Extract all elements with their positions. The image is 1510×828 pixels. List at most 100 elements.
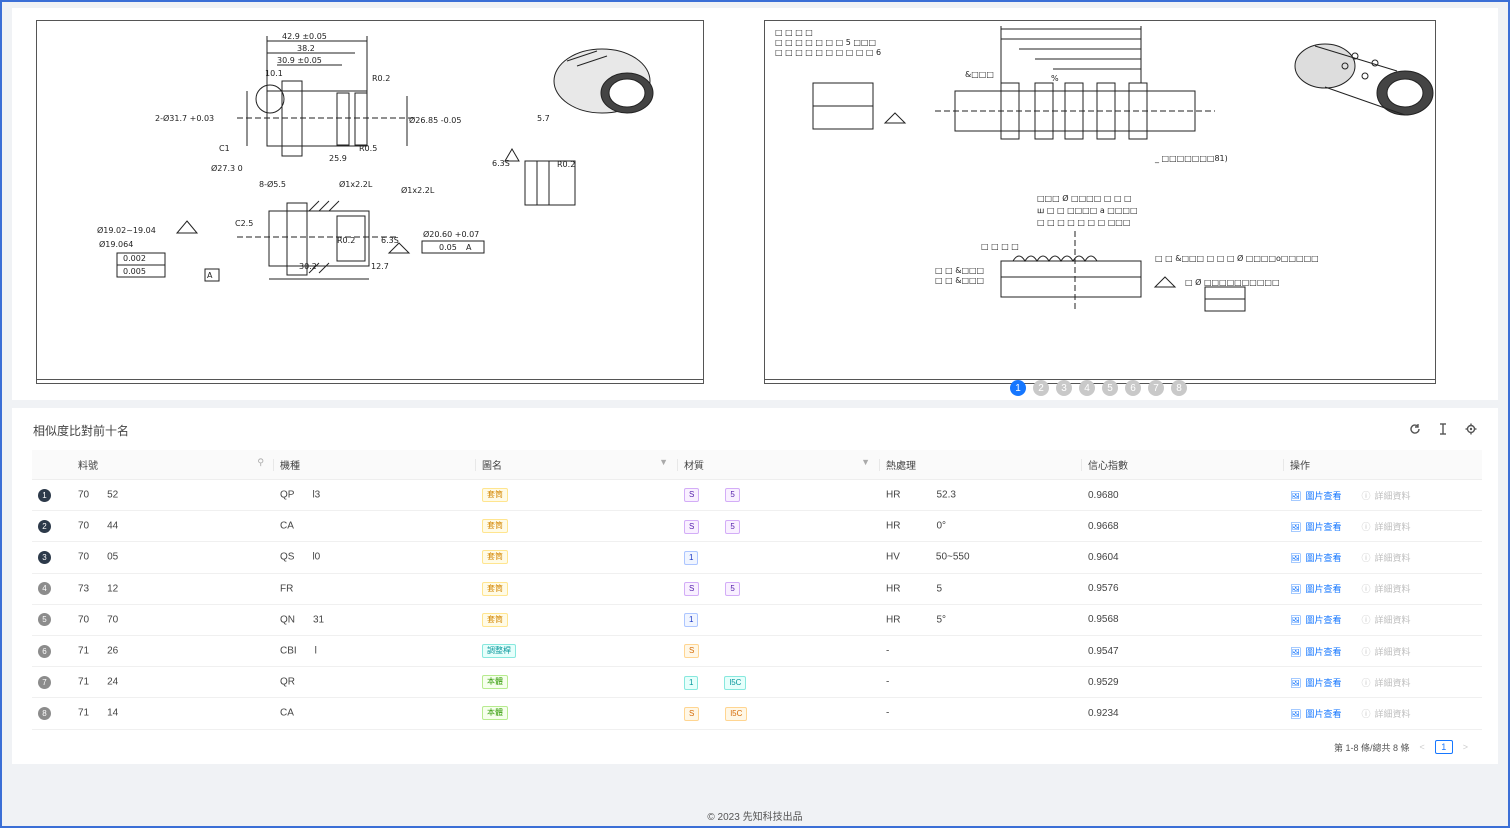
view-image-button[interactable]: 🖼圖片查看 <box>1290 615 1342 626</box>
col-heat-treatment: 熱處理 <box>880 457 1082 472</box>
drawing-viewer: 42.9 ±0.05 38.2 30.9 ±0.05 10.1 R0.2 2-Ø… <box>12 8 1498 400</box>
view-image-button[interactable]: 🖼圖片查看 <box>1290 708 1342 719</box>
col-material[interactable]: 材質 ▼ <box>678 457 880 472</box>
svg-text:12.7: 12.7 <box>371 262 389 271</box>
rank-cell: 7 <box>32 675 72 689</box>
drawing-name-tag: 本體 <box>482 706 508 721</box>
svg-text:%: % <box>1051 74 1059 83</box>
svg-text:□ □ &□□□: □ □ &□□□ <box>935 266 984 275</box>
drawing-name-cell: 套筒 <box>476 581 678 596</box>
column-height-icon[interactable] <box>1436 422 1450 436</box>
picture-icon: 🖼 <box>1290 646 1302 657</box>
next-page-button[interactable]: > <box>1462 742 1468 752</box>
picture-icon: 🖼 <box>1290 521 1302 532</box>
view-image-button[interactable]: 🖼圖片查看 <box>1290 677 1342 688</box>
col-drawing-name[interactable]: 圖名 ▼ <box>476 457 678 472</box>
svg-text:42.9 ±0.05: 42.9 ±0.05 <box>282 32 327 41</box>
svg-text:38.2: 38.2 <box>297 44 315 53</box>
rank-badge: 4 <box>38 582 51 596</box>
card-title: 相似度比對前十名 <box>33 424 130 438</box>
carousel-dot-1[interactable]: 1 <box>1010 380 1026 396</box>
view-image-button[interactable]: 🖼圖片查看 <box>1290 552 1342 563</box>
material-tag: l5C <box>725 706 748 721</box>
picture-icon: 🖼 <box>1290 677 1302 688</box>
drawing-ruler <box>765 379 1435 385</box>
col-actions: 操作 <box>1290 461 1310 472</box>
svg-text:0.002: 0.002 <box>123 254 146 263</box>
drawing-name-cell: 本體 <box>476 675 678 690</box>
results-card: 相似度比對前十名 料號 ⚲ 機種 圖名 ▼ <box>12 408 1498 764</box>
rank-cell: 6 <box>32 644 72 658</box>
reload-icon[interactable] <box>1408 422 1422 436</box>
page-1-button[interactable]: 1 <box>1434 740 1453 754</box>
svg-text:□ □ □ □: □ □ □ □ <box>775 28 813 37</box>
filter-icon[interactable]: ▼ <box>659 457 668 467</box>
footer-copyright: © 2023 先知科技出品 <box>707 812 803 823</box>
heat-treatment-cell: - <box>880 706 1082 721</box>
settings-icon[interactable] <box>1464 422 1478 436</box>
view-image-button[interactable]: 🖼圖片查看 <box>1290 584 1342 595</box>
filter-icon[interactable]: ▼ <box>861 457 870 467</box>
svg-text:0.05: 0.05 <box>439 243 457 252</box>
svg-text:Ø27.3 0: Ø27.3 0 <box>211 163 243 173</box>
svg-text:R0.2: R0.2 <box>372 74 390 83</box>
view-image-button[interactable]: 🖼圖片查看 <box>1290 646 1342 657</box>
confidence-cell: 0.9547 <box>1088 645 1119 657</box>
carousel-dot-2[interactable]: 2 <box>1033 380 1049 396</box>
carousel-dot-3[interactable]: 3 <box>1056 380 1072 396</box>
prev-page-button[interactable]: < <box>1419 742 1425 752</box>
view-image-button[interactable]: 🖼圖片查看 <box>1290 490 1342 501</box>
svg-text:Ø19.02~19.04: Ø19.02~19.04 <box>97 225 156 235</box>
rank-cell: 4 <box>32 582 72 596</box>
svg-text:25.9: 25.9 <box>329 154 347 163</box>
svg-text:8-Ø5.5: 8-Ø5.5 <box>259 179 286 189</box>
confidence-cell: 0.9576 <box>1088 583 1119 595</box>
col-confidence: 信心指數 <box>1082 457 1284 472</box>
drawing-preview-right[interactable]: □ □ □ □ □ □ □ □ □ □ □ 5 □□□ □ □ □ □ □ □ … <box>764 20 1436 384</box>
svg-text:2-Ø31.7 +0.03: 2-Ø31.7 +0.03 <box>155 113 214 123</box>
search-icon[interactable]: ⚲ <box>257 457 264 467</box>
material-tag: S <box>684 706 700 721</box>
picture-icon: 🖼 <box>1290 584 1302 595</box>
drawing-preview-left[interactable]: 42.9 ±0.05 38.2 30.9 ±0.05 10.1 R0.2 2-Ø… <box>36 20 704 384</box>
material-tag: 1 <box>684 613 699 628</box>
svg-text:30.9 ±0.05: 30.9 ±0.05 <box>277 56 322 65</box>
svg-text:Ø1x2.2L: Ø1x2.2L <box>401 185 435 195</box>
carousel-dot-7[interactable]: 7 <box>1148 380 1164 396</box>
picture-icon: 🖼 <box>1290 552 1302 563</box>
carousel-dot-4[interactable]: 4 <box>1079 380 1095 396</box>
carousel-dot-6[interactable]: 6 <box>1125 380 1141 396</box>
info-circle-icon: ⓘ <box>1361 521 1371 532</box>
col-part-number[interactable]: 料號 ⚲ <box>72 457 274 472</box>
rank-badge: 5 <box>38 613 51 627</box>
carousel-dot-5[interactable]: 5 <box>1102 380 1118 396</box>
carousel-dot-8[interactable]: 8 <box>1171 380 1187 396</box>
drawing-name-cell: 調整桿 <box>476 644 678 659</box>
material-tag: 5 <box>725 581 740 596</box>
view-image-button[interactable]: 🖼圖片查看 <box>1290 521 1342 532</box>
drawing-name-tag: 套筒 <box>482 550 508 565</box>
carousel-pagination: 1 2 3 4 5 6 7 8 <box>1010 380 1187 396</box>
